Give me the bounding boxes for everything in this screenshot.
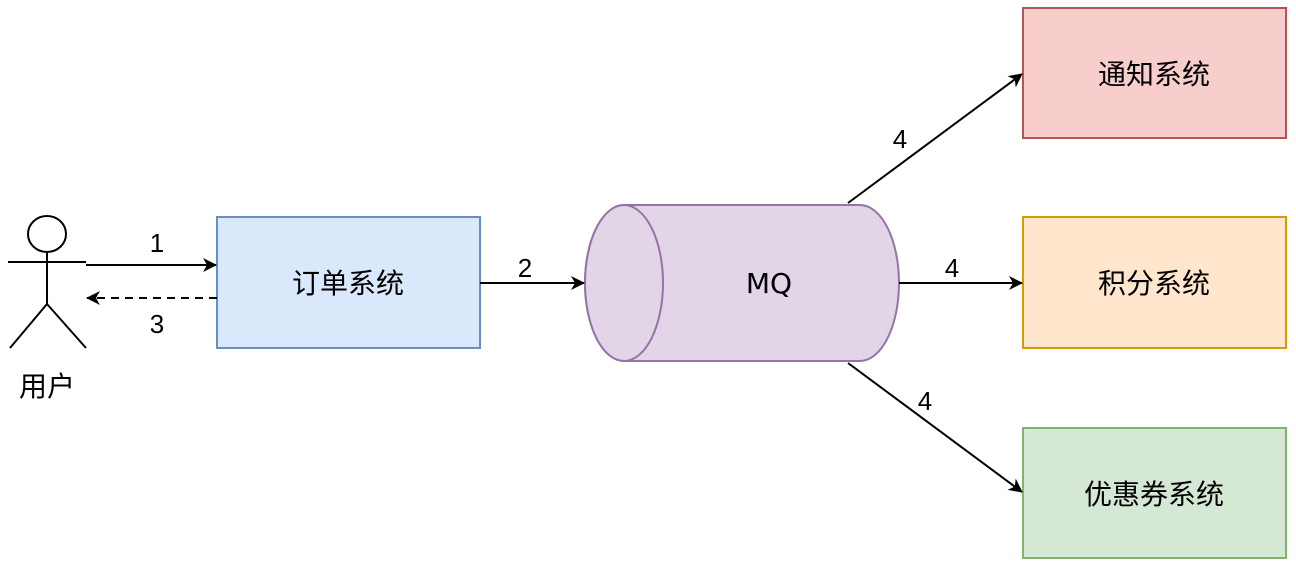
- edge-line: [847, 73, 1023, 204]
- edge-order-to-user[interactable]: 3: [86, 291, 217, 339]
- edge-user-to-order[interactable]: 1: [86, 228, 217, 272]
- mq-cylinder-cap: [584, 204, 664, 362]
- edge-mq-to-coupon[interactable]: 4: [847, 362, 1023, 493]
- points-system-label: 积分系统: [1098, 267, 1210, 300]
- mq-node[interactable]: MQ: [584, 204, 900, 362]
- mq-label: MQ: [746, 267, 792, 300]
- points-system-box: [1022, 216, 1287, 349]
- order-system-label: 订单系统: [292, 267, 404, 300]
- edge-label: 4: [918, 386, 932, 416]
- user-actor[interactable]: 用户: [8, 215, 87, 403]
- edge-label: 2: [518, 253, 532, 283]
- edge-order-to-mq[interactable]: 2: [480, 253, 585, 290]
- order-system-box: [216, 216, 481, 349]
- notify-system-node[interactable]: 通知系统: [1022, 7, 1287, 139]
- edge-mq-to-points[interactable]: 4: [899, 253, 1023, 290]
- edge-label: 4: [893, 124, 907, 154]
- coupon-system-label: 优惠券系统: [1084, 478, 1224, 511]
- edge-line: [847, 362, 1023, 493]
- points-system-node[interactable]: 积分系统: [1022, 216, 1287, 349]
- coupon-system-box: [1022, 427, 1287, 559]
- user-label: 用户: [19, 370, 75, 403]
- coupon-system-node[interactable]: 优惠券系统: [1022, 427, 1287, 559]
- notify-system-label: 通知系统: [1098, 58, 1210, 91]
- edge-label: 1: [150, 228, 164, 258]
- notify-system-box: [1022, 7, 1287, 139]
- order-system-node[interactable]: 订单系统: [216, 216, 481, 349]
- edge-mq-to-notify[interactable]: 4: [847, 73, 1023, 204]
- stick-figure-icon: [8, 215, 87, 349]
- edge-label: 4: [945, 253, 959, 283]
- edge-label: 3: [150, 309, 164, 339]
